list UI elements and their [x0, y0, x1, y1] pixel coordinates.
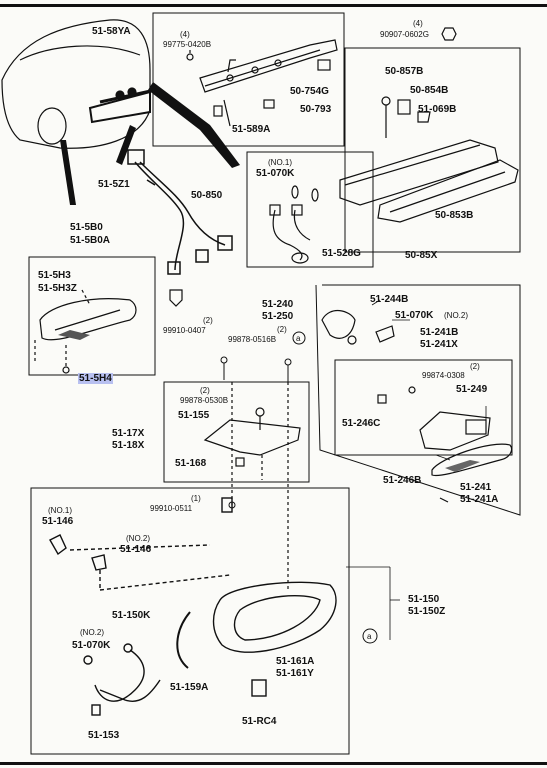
label-99910-0511: 99910-0511: [150, 504, 193, 513]
label-no1-b: (NO.1): [48, 506, 72, 515]
leader-wedges: [60, 82, 240, 205]
label-51-17x: 51-17X: [112, 428, 145, 439]
label-51-250: 51-250: [262, 311, 294, 322]
label-51-241a: 51-241A: [460, 494, 499, 505]
label-51-246b: 51-246B: [383, 475, 422, 486]
label-51-161y: 51-161Y: [276, 668, 314, 679]
car-rear-sketch: [1, 19, 156, 149]
label-50-85x: 50-85X: [405, 250, 438, 261]
label-99910-0407: 99910-0407: [163, 326, 206, 335]
label-51-159a: 51-159A: [170, 682, 209, 693]
bottom-border-rule: [0, 762, 547, 765]
label-51-5b0a: 51-5B0A: [70, 235, 111, 246]
label-51-18x: 51-18X: [112, 440, 145, 451]
label-50-857b: 50-857B: [385, 66, 424, 77]
label-51-070k-b: 51-070K: [72, 640, 111, 651]
label-51-161a: 51-161A: [276, 656, 315, 667]
leader-lines: [346, 299, 487, 640]
label-51-528g: 51-528G: [322, 248, 361, 259]
label-51-241: 51-241: [460, 482, 492, 493]
label-51-244b: 51-244B: [370, 294, 409, 305]
label-99878-0516b: 99878-0516B: [228, 335, 277, 344]
rear-garnish: [339, 27, 519, 223]
turn-lamp-box: [315, 284, 521, 516]
spoiler-box: [152, 12, 345, 147]
label-99775-0420b: 99775-0420B: [163, 40, 212, 49]
label-qty-1: (1): [191, 494, 201, 503]
label-51-153: 51-153: [88, 730, 120, 741]
socket-box: [246, 151, 374, 268]
label-50-850: 50-850: [191, 190, 223, 201]
label-90907-0602g: 90907-0602G: [380, 30, 429, 39]
label-qty-2b: (2): [277, 325, 287, 334]
label-qty-4a: (4): [180, 30, 190, 39]
label-51-5h4: 51-5H4: [78, 373, 113, 384]
turn-lamp-inner-box: [334, 359, 513, 456]
label-callout-a1: a: [296, 334, 301, 343]
front-turn-signal: [321, 310, 513, 503]
label-99878-0530b: 99878-0530B: [180, 396, 229, 405]
top-border-rule: [0, 4, 547, 7]
label-51-070k-a: 51-070K: [256, 168, 295, 179]
label-51-5z1: 51-5Z1: [98, 179, 130, 190]
label-51-rc4: 51-RC4: [242, 716, 277, 727]
label-51-146b: 51-146: [120, 544, 152, 555]
label-no2-b: (NO.2): [126, 534, 150, 543]
label-51-146a: 51-146: [42, 516, 74, 527]
socket-assembly: [269, 185, 319, 264]
label-50-854b: 50-854B: [410, 85, 449, 96]
label-51-241b: 51-241B: [420, 327, 459, 338]
label-51-5b0: 51-5B0: [70, 222, 103, 233]
label-no2-a: (NO.2): [444, 311, 468, 320]
label-no1-a: (NO.1): [268, 158, 292, 167]
label-51-150k: 51-150K: [112, 610, 151, 621]
label-51-246c: 51-246C: [342, 418, 381, 429]
label-51-589a: 51-589A: [232, 124, 271, 135]
label-51-150z: 51-150Z: [408, 606, 446, 617]
label-51-58ya: 51-58YA: [92, 26, 131, 37]
label-50-853b: 50-853B: [435, 210, 474, 221]
label-50-754g: 50-754G: [290, 86, 329, 97]
bracket: [203, 382, 301, 590]
label-qty-4b: (4): [413, 19, 423, 28]
headlamp-assembly: [49, 497, 337, 716]
side-marker-lamp: [34, 289, 183, 374]
high-mount-stop-light: [186, 39, 338, 127]
label-51-155: 51-155: [178, 410, 210, 421]
label-qty-2d: (2): [200, 386, 210, 395]
label-50-793: 50-793: [300, 104, 332, 115]
label-51-069b: 51-069B: [418, 104, 457, 115]
headlamp-box: [30, 487, 350, 755]
label-qty-2a: (2): [203, 316, 213, 325]
label-51-070k-no2: 51-070K: [395, 310, 434, 321]
label-51-5h3: 51-5H3: [38, 270, 71, 281]
label-51-150: 51-150: [408, 594, 440, 605]
garnish-box: [344, 47, 521, 253]
label-no2-c: (NO.2): [80, 628, 104, 637]
label-51-249: 51-249: [456, 384, 488, 395]
wiring-harness-5z1: [127, 149, 233, 275]
label-51-241x: 51-241X: [420, 339, 458, 350]
label-99874-0308: 99874-0308: [422, 371, 465, 380]
label-51-240: 51-240: [262, 299, 294, 310]
label-callout-a2: a: [367, 632, 372, 641]
label-51-168: 51-168: [175, 458, 207, 469]
label-51-5h3z: 51-5H3Z: [38, 283, 77, 294]
bracket-box: [163, 381, 310, 483]
label-qty-2c: (2): [470, 362, 480, 371]
